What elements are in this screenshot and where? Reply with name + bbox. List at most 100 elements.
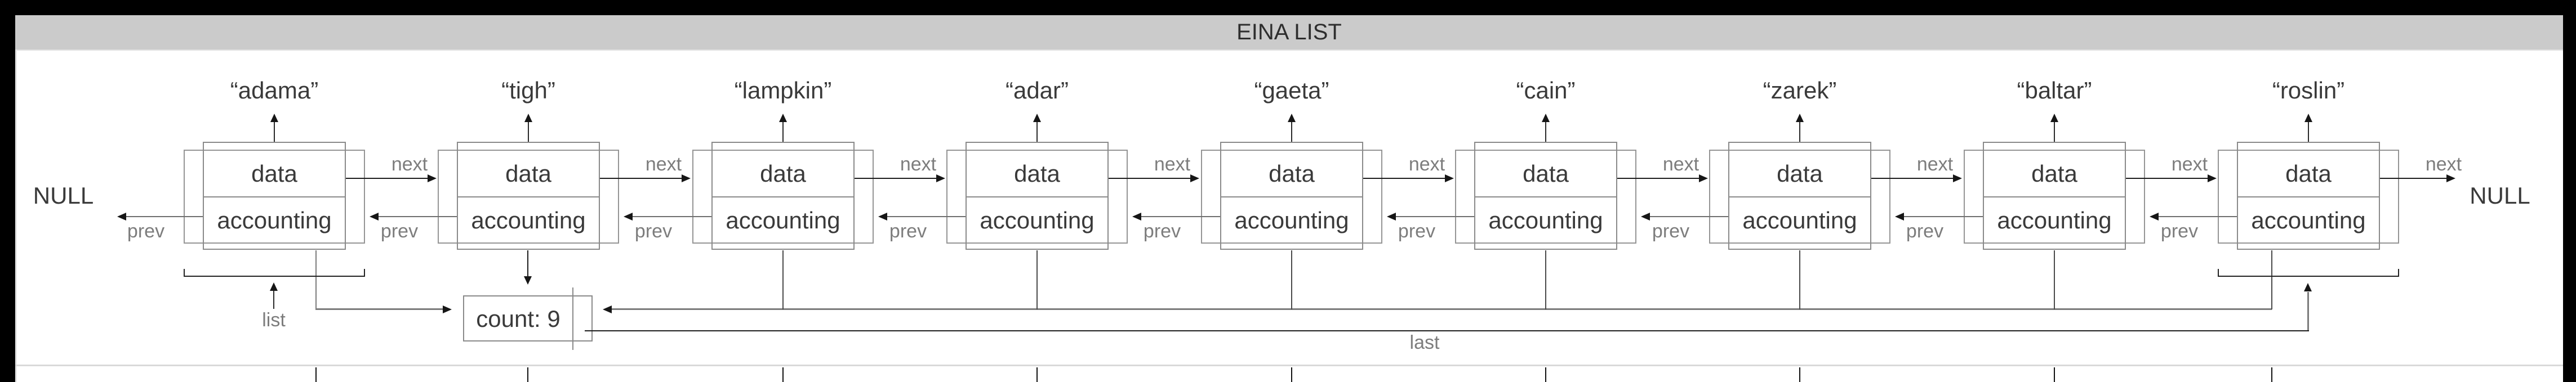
pointer-bracket: [184, 276, 365, 277]
node-outer-box: [438, 150, 619, 244]
prev-link-label: prev: [1906, 221, 1944, 242]
accounting-drop-line: [1036, 250, 1038, 309]
rail-arrow-head-icon: [603, 305, 612, 313]
data-field-label: data: [2031, 160, 2077, 187]
prev-arrow-head-icon: [1895, 213, 1904, 221]
name-arrow-line: [2054, 122, 2055, 142]
node-name-label: “adar”: [1005, 77, 1069, 104]
node-inner-box: [457, 142, 600, 250]
accounting-drop-line: [2054, 250, 2055, 309]
bottom-section-tick: [1291, 367, 1292, 382]
node-inner-box: [966, 142, 1109, 250]
title-bar: EINA LIST: [15, 15, 2563, 50]
data-field-label: data: [1777, 160, 1823, 187]
accounting-field-label: accounting: [217, 207, 332, 233]
data-field-label: data: [1014, 160, 1060, 187]
accounting-field-label: accounting: [471, 207, 586, 233]
count-label: count: 9: [476, 305, 560, 332]
list-arrow-line: [273, 290, 274, 309]
next-link-label: next: [900, 154, 937, 175]
node2-accounting-line: [527, 250, 528, 276]
next-arrow-head-icon: [1190, 174, 1199, 182]
title-bar-underline: [15, 50, 2563, 51]
node-name-label: “roslin”: [2272, 77, 2345, 104]
data-field-label: data: [1523, 160, 1569, 187]
accounting-field-label: accounting: [1742, 207, 1857, 233]
name-arrow-head-icon: [1542, 114, 1550, 122]
next-arrow-line: [2126, 178, 2208, 179]
accounting-field-label: accounting: [1234, 207, 1349, 233]
data-field-label: data: [760, 160, 806, 187]
pointer-bracket-tick: [184, 269, 185, 276]
count-box-inner-edge: [572, 287, 573, 350]
bottom-section-tick: [2054, 367, 2055, 382]
node-outer-box: [1201, 150, 1382, 244]
node-inner-box: [2237, 142, 2380, 250]
name-arrow-head-icon: [2304, 114, 2312, 122]
accounting-rail: [612, 308, 2272, 310]
node-outer-box: [1964, 150, 2145, 244]
name-arrow-line: [1036, 122, 1038, 142]
pointer-bracket-tick: [2218, 269, 2219, 276]
pointer-bracket-tick: [364, 269, 365, 276]
name-arrow-head-icon: [1288, 114, 1296, 122]
bottom-section-tick: [782, 367, 784, 382]
data-field-label: data: [251, 160, 297, 187]
node-inner-box: [1220, 142, 1363, 250]
next-arrow-head-icon: [936, 174, 945, 182]
name-arrow-head-icon: [1033, 114, 1041, 122]
next-arrow-head-icon: [682, 174, 691, 182]
node-field-divider: [711, 196, 855, 197]
node-field-divider: [2237, 196, 2380, 197]
name-arrow-head-icon: [270, 114, 278, 122]
data-field-label: data: [505, 160, 551, 187]
accounting-drop-line: [782, 250, 784, 309]
next-arrow-line: [1363, 178, 1445, 179]
node-outer-box: [2218, 150, 2399, 244]
name-arrow-line: [274, 122, 275, 142]
name-arrow-head-icon: [1796, 114, 1804, 122]
last-line-riser: [2307, 292, 2309, 330]
node-field-divider: [203, 196, 346, 197]
next-arrow-head-icon: [1445, 174, 1454, 182]
pointer-bracket: [2218, 276, 2399, 277]
prev-arrow-head-icon: [370, 213, 379, 221]
prev-link-label: prev: [634, 221, 673, 242]
next-arrow-line: [855, 178, 936, 179]
node-outer-box: [946, 150, 1128, 244]
next-arrow-head-icon: [2446, 174, 2455, 182]
node-field-divider: [457, 196, 600, 197]
node-name-label: “cain”: [1516, 77, 1576, 104]
next-arrow-head-icon: [1699, 174, 1708, 182]
bottom-section-tick: [1545, 367, 1546, 382]
null-left-label: NULL: [33, 182, 94, 209]
accounting-field-label: accounting: [1997, 207, 2112, 233]
list-arrow-head-icon: [270, 282, 278, 291]
prev-arrow-head-icon: [878, 213, 887, 221]
last-line: [585, 330, 2309, 331]
next-arrow-head-icon: [428, 174, 437, 182]
prev-link-label: prev: [2160, 221, 2199, 242]
node-outer-box: [184, 150, 365, 244]
prev-link-label: prev: [1143, 221, 1181, 242]
prev-arrow-head-icon: [117, 213, 126, 221]
node-name-label: “adama”: [230, 77, 319, 104]
name-arrow-line: [1545, 122, 1546, 142]
diagram-title: EINA LIST: [1236, 20, 1342, 44]
prev-arrow-head-icon: [624, 213, 633, 221]
next-link-label: next: [2171, 154, 2208, 175]
node-name-label: “tigh”: [501, 77, 555, 104]
prev-arrow-line: [1396, 216, 1474, 217]
node-name-label: “lampkin”: [734, 77, 832, 104]
name-arrow-line: [1799, 122, 1800, 142]
bottom-section-tick: [1799, 367, 1800, 382]
node-inner-box: [1983, 142, 2126, 250]
next-arrow-line: [600, 178, 682, 179]
prev-arrow-line: [126, 216, 203, 217]
pointer-bracket-tick: [2398, 269, 2399, 276]
node-outer-box: [1709, 150, 1890, 244]
prev-arrow-head-icon: [2150, 213, 2159, 221]
prev-arrow-line: [379, 216, 457, 217]
bottom-section-tick: [315, 367, 317, 382]
node-field-divider: [1220, 196, 1363, 197]
